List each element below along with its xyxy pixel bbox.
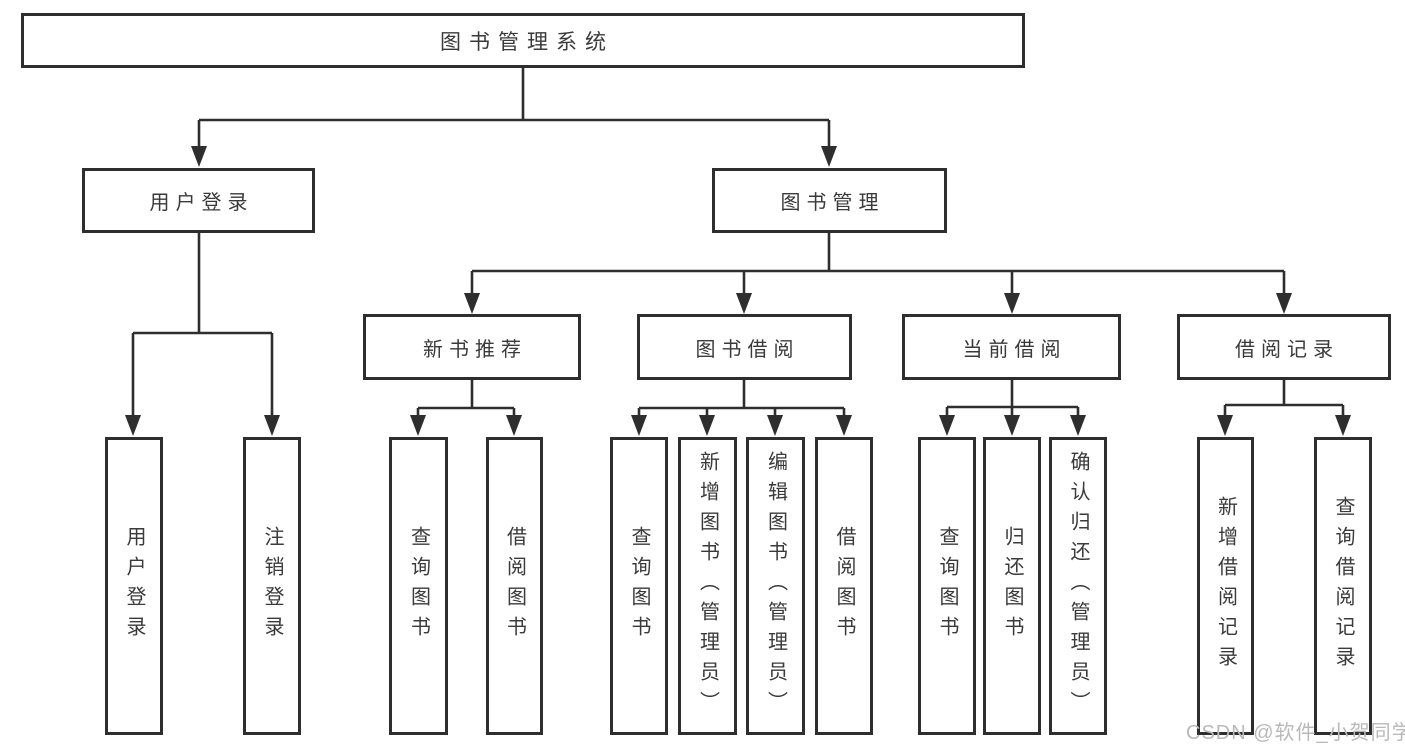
node-label: 编辑图书（管理员） xyxy=(764,451,787,721)
node-leaf-current-query-books: 查询图书 xyxy=(918,437,976,735)
node-leaf-confirm-return-admin: 确认归还（管理员） xyxy=(1049,437,1107,735)
node-book-borrowing: 图书借阅 xyxy=(637,314,852,380)
node-library-management-system: 图书管理系统 xyxy=(21,13,1025,68)
node-leaf-return-books: 归还图书 xyxy=(983,437,1041,735)
node-leaf-borrow-books: 借阅图书 xyxy=(815,437,873,735)
node-label: 归还图书 xyxy=(1001,526,1023,646)
node-leaf-rec-query-books: 查询图书 xyxy=(389,437,448,735)
node-user-login: 用户登录 xyxy=(82,168,315,233)
node-label: 新增借阅记录 xyxy=(1214,496,1237,676)
node-label: 借阅图书 xyxy=(833,526,855,646)
node-leaf-add-borrow-record: 新增借阅记录 xyxy=(1197,437,1254,735)
node-label: 注销登录 xyxy=(261,526,283,646)
node-book-management: 图书管理 xyxy=(712,168,947,233)
node-leaf-rec-borrow-books: 借阅图书 xyxy=(486,437,543,735)
node-label: 查询借阅记录 xyxy=(1332,496,1354,676)
node-label: 用户登录 xyxy=(123,526,145,646)
csdn-watermark: CSDN @软件_小贺同学 xyxy=(1186,722,1405,744)
node-label: 查询图书 xyxy=(936,526,958,646)
node-leaf-logout: 注销登录 xyxy=(243,437,301,735)
node-borrowing-records: 借阅记录 xyxy=(1177,314,1391,380)
node-new-book-recommend: 新书推荐 xyxy=(363,314,581,380)
node-leaf-edit-books-admin: 编辑图书（管理员） xyxy=(746,437,805,735)
node-current-borrowing: 当前借阅 xyxy=(902,314,1121,380)
node-label: 新增图书（管理员） xyxy=(696,451,719,721)
node-label: 查询图书 xyxy=(628,526,650,646)
node-label: 确认归还（管理员） xyxy=(1067,451,1089,721)
node-leaf-query-borrow-record: 查询借阅记录 xyxy=(1314,437,1372,735)
node-leaf-borrow-query-books: 查询图书 xyxy=(610,437,668,735)
node-leaf-user-login: 用户登录 xyxy=(105,437,163,735)
node-label: 查询图书 xyxy=(407,526,430,646)
node-leaf-add-books-admin: 新增图书（管理员） xyxy=(678,437,737,735)
node-label: 借阅图书 xyxy=(503,526,526,646)
